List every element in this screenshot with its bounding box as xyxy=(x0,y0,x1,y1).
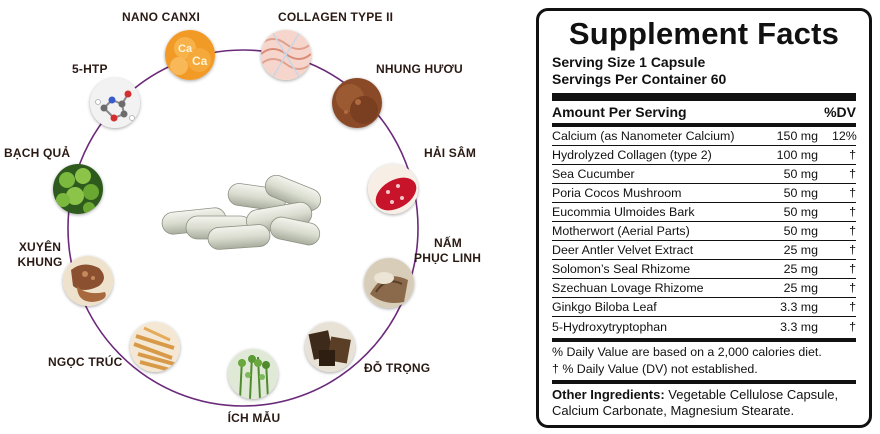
nutrient-amount: 50 mg xyxy=(783,186,818,200)
label-phuc-linh: PHỤC LINH xyxy=(414,251,482,265)
nutrient-dv: † xyxy=(849,186,856,200)
label-collagen: COLLAGEN TYPE II xyxy=(278,10,394,24)
nutrient-dv: † xyxy=(849,319,856,334)
nutrient-row: Motherwort (Aerial Parts) 50 mg † xyxy=(552,222,856,241)
nutrient-row: Calcium (as Nanometer Calcium) 150 mg 12% xyxy=(552,127,857,146)
wheel-ring xyxy=(67,49,419,407)
nutrient-name: Hydrolyzed Collagen (type 2) xyxy=(552,148,712,162)
servings-per-container: Servings Per Container 60 xyxy=(552,71,727,87)
nutrient-dv: † xyxy=(849,281,856,295)
other-ingredients: Other Ingredients: Vegetable Cellulose C… xyxy=(552,384,856,419)
antler-powder-icon xyxy=(332,78,382,128)
nutrient-amount: 3.3 mg xyxy=(780,300,818,314)
nutrient-row: Sea Cucumber 50 mg † xyxy=(552,165,856,184)
footnotes: % Daily Value are based on a 2,000 calor… xyxy=(552,342,856,380)
nutrient-amount: 50 mg xyxy=(783,224,818,238)
supplement-facts-panel: Supplement Facts Serving Size 1 Capsule … xyxy=(536,8,872,428)
nutrient-table: Calcium (as Nanometer Calcium) 150 mg 12% H… xyxy=(552,127,857,336)
label-nam: NẤM xyxy=(434,236,462,250)
label-do-trong: ĐỖ TRỌNG xyxy=(364,361,431,375)
label-ich-mau: ÍCH MẪU xyxy=(227,411,281,425)
nutrient-name: Motherwort (Aerial Parts) xyxy=(552,224,690,238)
solomons-seal-icon xyxy=(130,322,180,372)
nutrient-amount: 25 mg xyxy=(783,281,818,295)
nutrient-dv: † xyxy=(849,148,856,162)
nutrient-name: Sea Cucumber xyxy=(552,167,635,181)
calcium-icon: Ca Ca xyxy=(165,30,215,80)
nutrient-row: Solomon’s Seal Rhizome 25 mg † xyxy=(552,260,856,279)
other-ingredients-label: Other Ingredients: xyxy=(552,387,665,402)
dv-header: %DV xyxy=(824,104,856,120)
ginkgo-icon xyxy=(53,164,103,214)
nutrient-name: Poria Cocos Mushroom xyxy=(552,186,682,200)
nutrient-dv: † xyxy=(849,300,856,314)
nutrient-row: 5-Hydroxytryptophan 3.3 mg † xyxy=(552,317,856,336)
nutrient-dv: † xyxy=(849,205,856,219)
nutrient-name: Szechuan Lovage Rhizome xyxy=(552,281,704,295)
nutrient-name: Solomon’s Seal Rhizome xyxy=(552,262,691,276)
nutrient-amount: 25 mg xyxy=(783,243,818,257)
amount-header: Amount Per Serving xyxy=(552,104,687,120)
nutrient-amount: 50 mg xyxy=(783,205,818,219)
nutrient-row: Hydrolyzed Collagen (type 2) 100 mg † xyxy=(552,146,856,165)
motherwort-icon xyxy=(228,349,278,399)
medium-divider-footer xyxy=(552,380,856,384)
label-hai-sam: HẢI SÂM xyxy=(424,146,477,160)
nutrient-row: Poria Cocos Mushroom 50 mg † xyxy=(552,184,856,203)
ingredient-wheel: Ca Ca NANO CANXI COLLAGEN TYPE II NHUNG … xyxy=(4,10,482,425)
nutrient-row: Deer Antler Velvet Extract 25 mg † xyxy=(552,241,856,260)
capsule-pile xyxy=(161,174,322,250)
medium-divider-bottom xyxy=(552,338,856,342)
medium-divider xyxy=(552,123,856,127)
eucommia-bark-icon xyxy=(305,322,355,372)
nutrient-dv: † xyxy=(849,243,856,257)
collagen-icon xyxy=(261,30,311,80)
sea-cucumber-icon xyxy=(368,164,418,214)
label-xuyen: XUYÊN xyxy=(18,240,62,254)
nutrient-name: Deer Antler Velvet Extract xyxy=(552,243,694,257)
poria-mushroom-icon xyxy=(364,258,414,308)
nutrient-name: Ginkgo Biloba Leaf xyxy=(552,300,657,314)
label-nhung-huou: NHUNG HƯƠU xyxy=(376,62,463,76)
nutrient-row: Eucommia Ulmoides Bark 50 mg † xyxy=(552,203,856,222)
nutrient-amount: 150 mg xyxy=(776,129,818,143)
label-ngoc-truc: NGỌC TRÚC xyxy=(48,355,123,369)
nutrient-dv: † xyxy=(849,167,856,181)
footnote-daily-value: % Daily Value are based on a 2,000 calor… xyxy=(552,345,822,359)
nutrient-dv: † xyxy=(849,262,856,276)
nutrient-amount: 100 mg xyxy=(776,148,818,162)
label-nano-canxi: NANO CANXI xyxy=(122,10,201,24)
nutrient-name: Calcium (as Nanometer Calcium) xyxy=(552,129,735,143)
svg-text:Ca: Ca xyxy=(178,43,193,55)
footnote-dagger: † % Daily Value (DV) not established. xyxy=(552,362,758,376)
nutrient-dv: † xyxy=(849,224,856,238)
other-ingredients-text: Vegetable Cellulose Capsule, Calcium Car… xyxy=(552,387,839,418)
nutrient-dv: 12% xyxy=(832,129,857,143)
nutrient-name: 5-Hydroxytryptophan xyxy=(552,319,668,334)
label-5-htp: 5-HTP xyxy=(72,62,108,76)
thick-divider xyxy=(552,93,856,101)
svg-text:Ca: Ca xyxy=(192,54,208,68)
nutrient-name: Eucommia Ulmoides Bark xyxy=(552,205,695,219)
facts-title: Supplement Facts xyxy=(568,16,840,51)
molecule-icon xyxy=(90,78,140,128)
nutrient-amount: 25 mg xyxy=(783,262,818,276)
nutrient-amount: 50 mg xyxy=(783,167,818,181)
nutrient-row: Szechuan Lovage Rhizome 25 mg † xyxy=(552,279,856,298)
amount-header-row: Amount Per Serving %DV xyxy=(552,101,856,123)
label-khung: KHUNG xyxy=(17,255,63,269)
nutrient-row: Ginkgo Biloba Leaf 3.3 mg † xyxy=(552,298,856,317)
nutrient-amount: 3.3 mg xyxy=(780,319,818,334)
serving-size: Serving Size 1 Capsule xyxy=(552,54,706,70)
label-bach-qua: BẠCH QUẢ xyxy=(4,146,71,160)
lovage-rhizome-icon xyxy=(63,256,113,306)
